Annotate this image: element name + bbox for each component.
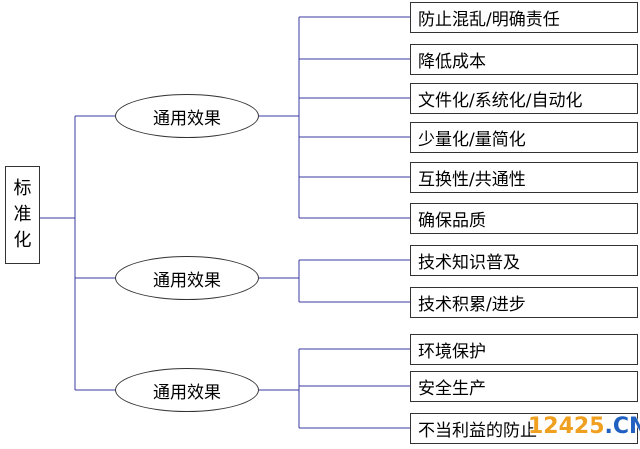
group-label: 通用效果 (153, 108, 221, 129)
root-char: 化 (13, 230, 32, 251)
leaf-node: 防止混乱/明确责任 (410, 2, 638, 33)
leaf-label: 技术知识普及 (418, 253, 520, 273)
leaf-node: 安全生产 (410, 371, 638, 402)
leaf-node: 少量化/量简化 (410, 122, 638, 153)
leaf-label: 防止混乱/明确责任 (418, 10, 560, 30)
leaf-node: 技术积累/进步 (410, 287, 638, 318)
leaf-label: 少量化/量简化 (418, 130, 526, 150)
root-char: 准 (13, 204, 32, 225)
leaf-label: 互换性/共通性 (418, 170, 526, 190)
watermark-part: 12425 (528, 414, 605, 439)
watermark-part: .CN (604, 414, 640, 439)
group-node-2: 通用效果 (115, 256, 259, 300)
leaf-label: 环境保护 (418, 342, 486, 362)
leaf-label: 不当利益的防止 (418, 421, 537, 441)
leaf-node: 确保品质 (410, 203, 638, 234)
leaf-node: 互换性/共通性 (410, 162, 638, 193)
leaf-node: 环境保护 (410, 334, 638, 365)
group-node-3: 通用效果 (115, 368, 259, 412)
group-label: 通用效果 (153, 270, 221, 291)
leaf-node: 降低成本 (410, 44, 638, 75)
root-char: 标 (13, 178, 32, 199)
root-node: 标 准 化 (5, 166, 40, 264)
group-label: 通用效果 (153, 382, 221, 403)
leaf-label: 降低成本 (418, 52, 486, 72)
group-node-1: 通用效果 (115, 94, 259, 138)
leaf-node: 不当利益的防止 (410, 413, 638, 444)
leaf-label: 安全生产 (418, 379, 486, 399)
leaf-label: 确保品质 (418, 211, 486, 231)
leaf-node: 文件化/系统化/自动化 (410, 83, 638, 114)
leaf-node: 技术知识普及 (410, 245, 638, 276)
leaf-label: 技术积累/进步 (418, 295, 526, 315)
leaf-label: 文件化/系统化/自动化 (418, 91, 583, 111)
watermark-logo: 12425.CN (528, 414, 640, 439)
